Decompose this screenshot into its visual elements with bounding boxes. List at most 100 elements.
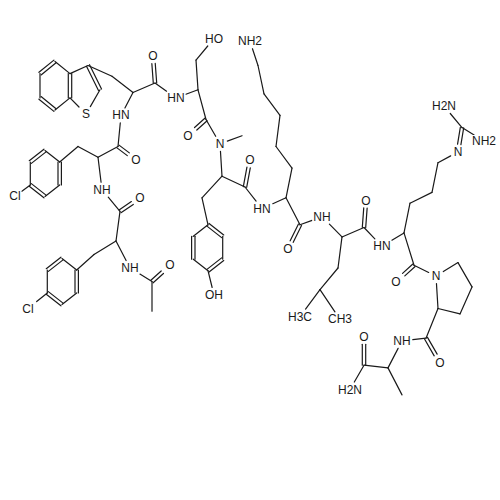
bond-line [94,241,116,255]
bond-line [458,263,472,287]
bond-line [364,228,375,239]
bond-line [342,228,364,237]
atom-label: NH [120,262,139,274]
atom-label: HO [204,33,224,45]
bond-line [39,60,54,72]
bond-line [264,94,280,116]
bond-line [290,224,298,241]
bond-line [118,123,120,147]
bond-line [77,255,94,271]
atom-label: NH [392,335,411,347]
bond-line [57,162,58,185]
bond-line [443,263,458,272]
bond-line [55,98,70,110]
bond-line [362,344,363,365]
atom-label: S [81,108,91,120]
atom-label: O [147,50,158,62]
bond-line [116,241,126,261]
bond-line [197,121,207,130]
atom-label: O [244,154,255,166]
bond-line [222,176,245,187]
atom-label: N [431,270,442,282]
atom-label: H3C [287,311,313,323]
bond-line [90,90,100,107]
atom-label: CH3 [327,313,353,325]
bond-line [62,259,77,270]
bond-line [78,270,79,293]
bond-line [364,365,388,368]
bond-line [45,185,60,196]
bond-line [70,98,79,107]
bond-line [108,197,120,211]
atom-label: O [134,192,145,204]
bond-line [153,273,163,282]
atom-label: O [390,276,401,288]
atom-label: HN [166,92,185,104]
atom-label: N [453,146,464,158]
atom-label: NH [92,184,111,196]
bond-line [329,224,342,237]
atom-label: O [358,331,369,343]
bond-line [151,282,152,312]
bond-line [39,74,40,98]
bond-line [46,257,61,268]
bond-line [366,208,367,228]
bond-line [403,264,413,273]
atom-label: NH [312,211,331,223]
bond-line [117,148,127,156]
bond-line [152,64,153,84]
bond-line [362,208,363,228]
bond-line [293,226,301,243]
bond-line [74,270,75,293]
bond-line [252,49,258,66]
bond-line [286,198,300,225]
atom-label: Cl [8,190,21,202]
bond-line [300,220,312,224]
atom-label: O [182,130,193,142]
bond-line [450,114,462,128]
bond-line [410,192,432,203]
bond-line [22,185,30,191]
bond-line [39,99,54,111]
bond-line [29,186,44,197]
bond-line [208,271,212,288]
bond-line [388,348,398,368]
bond-line [98,157,101,182]
bond-line [388,368,402,395]
bond-line [426,309,438,339]
bond-line [365,344,366,365]
bond-line [413,338,426,339]
bond-line [155,83,167,91]
bond-line [193,259,208,270]
bond-line [354,365,364,382]
bond-line [258,66,264,94]
atom-label: O [282,243,293,255]
bond-line [243,167,247,187]
bond-line [60,147,78,163]
bond-line [88,66,112,77]
bond-line [119,202,131,210]
bond-line [461,128,464,145]
bond-line [196,46,208,60]
bond-line [405,267,415,276]
bond-line [151,271,161,280]
bond-line [116,211,120,241]
bond-line [112,76,133,92]
bond-line [125,93,133,108]
bond-line [306,290,320,310]
bond-line [195,118,205,127]
bond-line [191,236,192,259]
atom-label: NH2 [237,35,263,47]
bond-line [155,63,156,83]
bond-line [404,233,414,265]
bond-line [227,136,242,141]
bond-line [436,284,438,309]
bond-line [286,168,292,198]
bond-line [46,294,61,305]
bond-line [119,145,129,153]
bond-line [245,187,256,201]
bond-line [61,162,62,185]
bond-line [320,290,335,312]
bond-line [140,274,152,281]
